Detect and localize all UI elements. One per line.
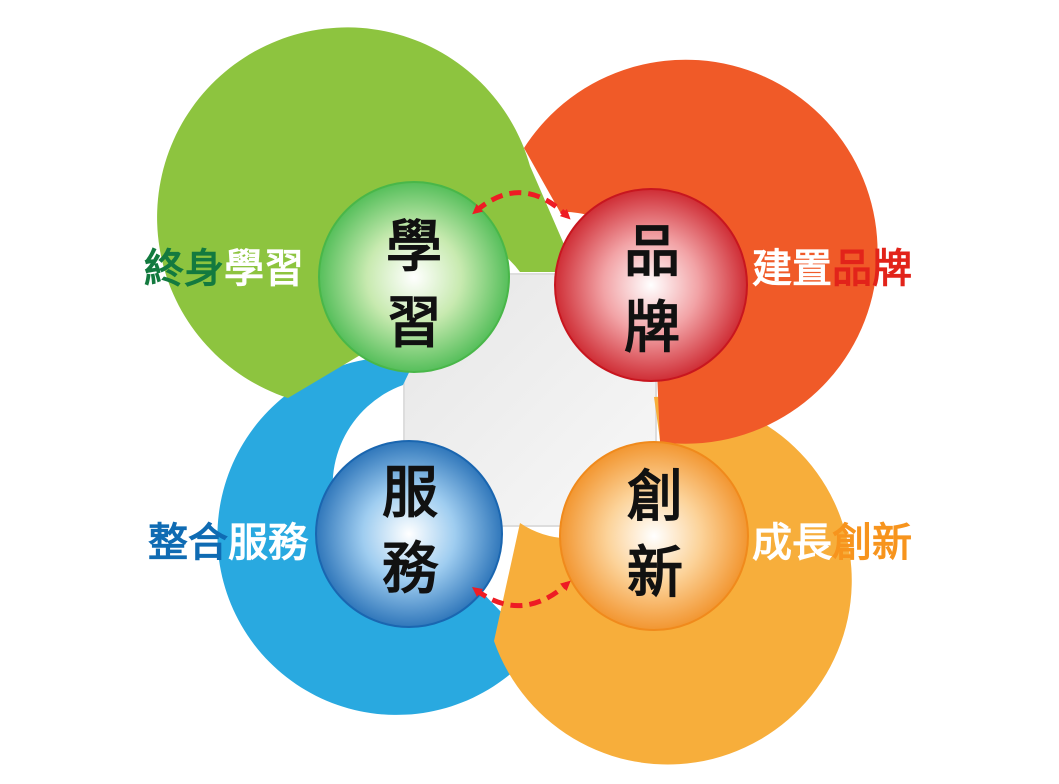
label-brand: 建置品牌 [752,249,912,289]
label-learning-prefix: 終身 [144,246,224,292]
label-innovation-prefix: 成長 [752,520,832,566]
ball-service-char-1: 服 [382,461,438,526]
label-learning: 終身學習 [144,249,304,289]
ball-innovation-char-2: 新 [627,541,683,606]
arrow-service-innovation [471,580,571,609]
label-innovation: 成長創新 [752,523,912,563]
ball-innovation [559,441,749,631]
ball-brand-char-2: 牌 [624,296,680,361]
label-service: 整合服務 [148,523,308,563]
label-service-keyword: 服務 [228,520,308,566]
label-innovation-keyword: 創新 [832,520,912,566]
label-service-prefix: 整合 [148,520,228,566]
ball-brand-char-1: 品 [624,220,680,285]
ring-service [217,356,536,715]
label-brand-keyword: 品牌 [832,246,912,292]
ball-learning [318,181,510,373]
ball-brand [554,188,748,382]
label-learning-keyword: 學習 [224,246,304,292]
ball-learning-char-1: 學 [386,215,442,280]
ball-innovation-char-1: 創 [627,465,683,530]
label-brand-prefix: 建置 [752,246,832,292]
ball-service-char-2: 務 [382,537,438,602]
ball-learning-char-2: 習 [386,291,442,356]
ball-service [315,440,503,628]
